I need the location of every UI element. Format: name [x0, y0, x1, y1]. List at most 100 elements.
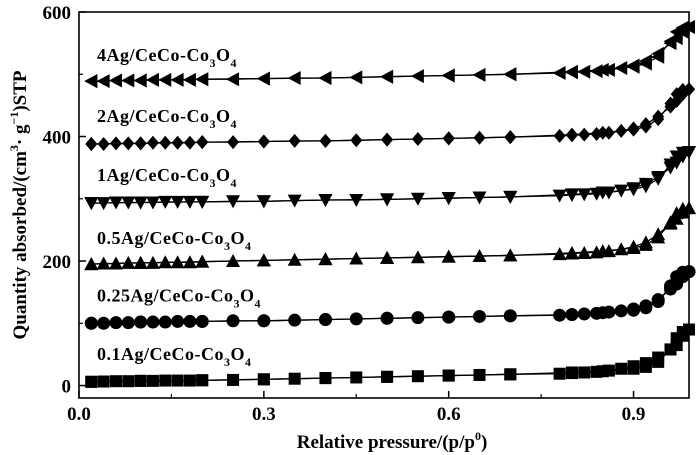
data-point-triangle-left	[577, 64, 591, 79]
data-point-triangle-down	[96, 197, 111, 211]
data-point-square	[134, 374, 147, 387]
data-point-triangle-left	[564, 64, 578, 79]
data-point-diamond	[553, 128, 566, 143]
data-point-triangle-left	[614, 61, 628, 76]
data-point-triangle-up	[121, 255, 136, 269]
data-point-circle	[288, 313, 302, 327]
data-point-square	[85, 375, 98, 388]
data-point-triangle-down	[595, 186, 610, 200]
data-point-triangle-up	[195, 254, 210, 268]
series-4	[85, 82, 695, 151]
data-point-square	[670, 332, 683, 345]
data-point-diamond	[288, 133, 301, 148]
data-point-triangle-down	[195, 195, 210, 209]
data-point-diamond	[565, 127, 578, 142]
data-point-square	[442, 369, 455, 382]
data-point-triangle-left	[663, 34, 677, 49]
data-point-triangle-up	[472, 249, 487, 263]
data-point-diamond	[627, 122, 640, 137]
data-point-diamond	[590, 127, 603, 142]
data-point-triangle-down	[638, 180, 653, 194]
data-point-square	[183, 374, 196, 387]
data-point-circle	[380, 311, 394, 325]
data-point-triangle-up	[170, 255, 185, 269]
data-point-diamond	[664, 96, 677, 111]
data-point-circle	[670, 270, 684, 284]
data-point-triangle-down	[564, 188, 579, 202]
data-point-triangle-down	[287, 194, 302, 208]
data-point-triangle-down	[256, 195, 271, 209]
data-point-square	[159, 374, 172, 387]
data-point-circle	[171, 314, 185, 328]
data-point-triangle-down	[145, 196, 160, 210]
data-point-square	[227, 373, 240, 386]
data-point-triangle-up	[96, 256, 111, 270]
data-point-square	[565, 366, 578, 379]
data-point-triangle-up	[638, 237, 653, 251]
data-point-triangle-up	[441, 249, 456, 263]
data-point-triangle-up	[318, 252, 333, 266]
data-point-circle	[195, 314, 209, 328]
data-point-square	[97, 375, 110, 388]
data-point-circle	[158, 315, 172, 329]
data-point-circle	[442, 310, 456, 324]
series-layer	[84, 19, 696, 388]
data-point-square	[257, 373, 270, 386]
data-point-triangle-down	[614, 184, 629, 198]
data-point-triangle-left	[182, 72, 196, 87]
data-point-circle	[614, 304, 628, 318]
x-tick-label: 0.0	[67, 404, 91, 425]
data-point-triangle-up	[108, 256, 123, 270]
data-point-triangle-left	[349, 70, 363, 85]
data-point-triangle-left	[669, 24, 683, 39]
y-tick-label: 600	[43, 3, 72, 24]
data-point-diamond	[183, 135, 196, 150]
data-point-triangle-left	[410, 69, 424, 84]
data-point-triangle-up	[564, 245, 579, 259]
data-point-diamond	[146, 135, 159, 150]
data-point-triangle-down	[108, 196, 123, 210]
data-point-triangle-left	[121, 73, 135, 88]
y-tick-label: 0	[62, 377, 72, 398]
data-point-triangle-left	[380, 69, 394, 84]
data-point-circle	[565, 308, 579, 322]
data-point-circle	[349, 312, 363, 326]
y-axis-title: Quantity absorbed/(cm3· g−1)STP	[7, 70, 31, 339]
data-point-triangle-down	[182, 195, 197, 209]
data-point-diamond	[652, 112, 665, 127]
data-point-diamond	[159, 135, 172, 150]
data-point-circle	[84, 316, 98, 330]
data-point-square	[639, 360, 652, 373]
data-point-triangle-left	[108, 73, 122, 88]
data-point-circle	[183, 314, 197, 328]
data-point-triangle-left	[170, 72, 184, 87]
data-point-circle	[639, 301, 653, 315]
series-label: 1Ag/CeCo-Co3O4	[97, 165, 237, 190]
data-point-square	[109, 375, 122, 388]
series-labels: 0.1Ag/CeCo-Co3O40.25Ag/CeCo-Co3O40.5Ag/C…	[97, 45, 261, 369]
data-point-circle	[257, 314, 271, 328]
x-axis-title: Relative pressure/(p/p0)	[297, 429, 488, 453]
data-point-square	[553, 367, 566, 380]
data-point-triangle-up	[182, 255, 197, 269]
data-point-diamond	[350, 133, 363, 148]
data-point-triangle-down	[349, 194, 364, 208]
data-point-square	[473, 368, 486, 381]
data-point-triangle-left	[589, 64, 603, 79]
series-2	[84, 201, 696, 271]
data-point-circle	[109, 316, 123, 330]
data-point-square	[578, 366, 591, 379]
data-point-triangle-left	[503, 67, 517, 82]
data-point-triangle-up	[651, 230, 666, 244]
data-point-triangle-down	[133, 196, 148, 210]
data-point-triangle-left	[626, 59, 640, 74]
data-point-diamond	[639, 119, 652, 134]
data-point-triangle-down	[410, 192, 425, 206]
data-point-square	[350, 371, 363, 384]
data-point-circle	[664, 279, 678, 293]
data-point-diamond	[171, 135, 184, 150]
data-point-circle	[596, 306, 610, 320]
data-point-square	[381, 370, 394, 383]
y-tick-label: 200	[43, 252, 72, 273]
